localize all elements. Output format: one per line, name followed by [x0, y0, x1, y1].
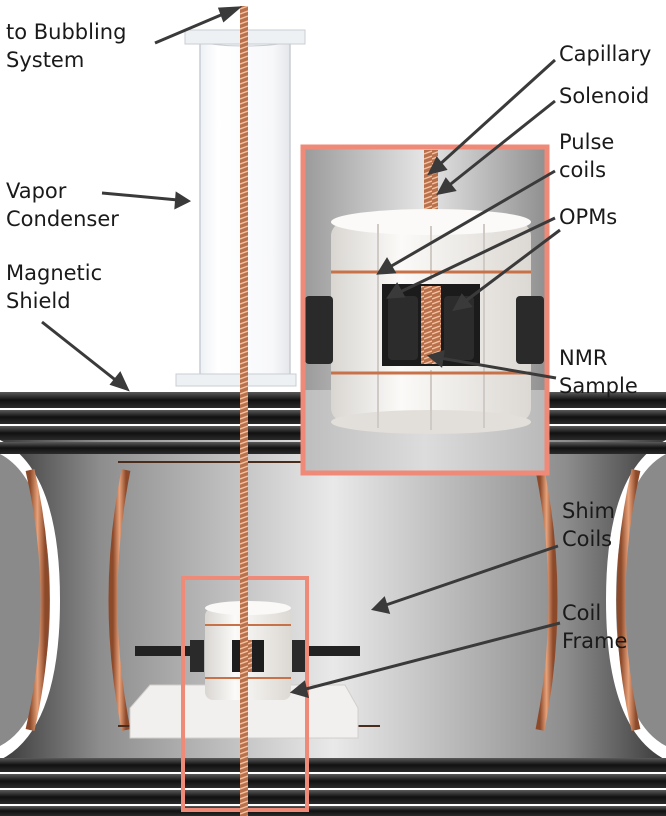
label-capillary: Capillary: [559, 42, 652, 66]
label-opms: OPMs: [559, 205, 618, 229]
rail-left: [135, 646, 195, 656]
shim-coils: [25, 468, 641, 732]
rail-right: [300, 646, 360, 656]
label-solenoid: Solenoid: [559, 84, 650, 108]
callout-arrows: [41, 6, 561, 699]
capillary-rod: [240, 6, 248, 816]
inset-highlight-box: [300, 144, 550, 476]
